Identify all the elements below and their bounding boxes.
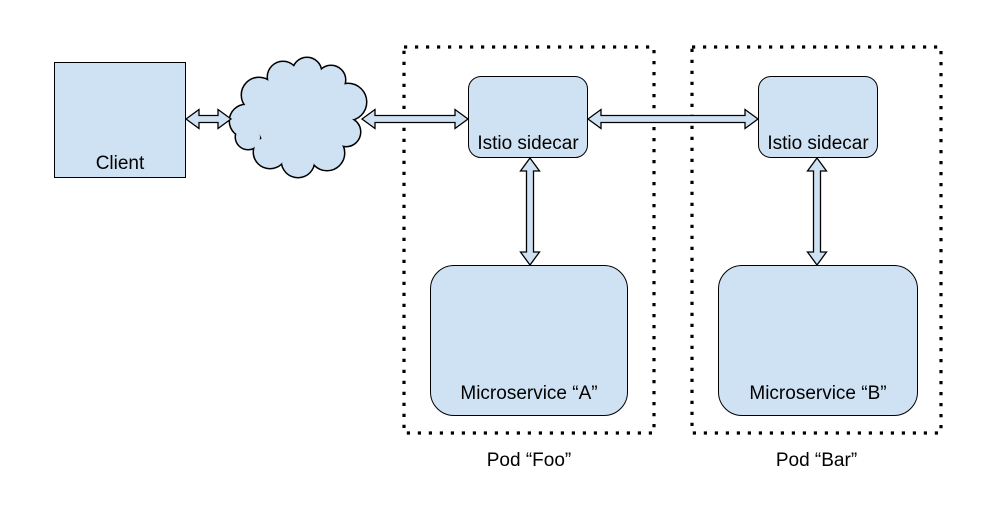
pod-bar-boundary: [690, 45, 943, 435]
network-cloud-icon: [228, 56, 368, 179]
client-node: Client: [54, 62, 186, 178]
istio-sidecar-a-node: Istio sidecar: [468, 76, 588, 158]
arrow-sidecar-b-microservice-b: [806, 156, 828, 267]
microservice-a-label: Microservice “A”: [460, 383, 598, 404]
pod-foo-boundary: [402, 45, 656, 435]
istio-sidecar-b-node: Istio sidecar: [758, 76, 878, 158]
istio-sidecar-a-label: Istio sidecar: [477, 133, 579, 154]
microservice-b-label: Microservice “B”: [749, 383, 887, 404]
arrow-sidecar-a-microservice-a: [519, 156, 541, 267]
client-label: Client: [95, 153, 145, 174]
pod-foo-label: Pod “Foo”: [486, 450, 572, 471]
istio-sidecar-b-label: Istio sidecar: [767, 133, 869, 154]
pod-bar-label: Pod “Bar”: [775, 450, 858, 471]
arrow-client-cloud: [184, 108, 233, 130]
arrow-cloud-sidecar-a: [360, 108, 470, 130]
microservice-b-node: Microservice “B”: [718, 265, 918, 416]
microservice-a-node: Microservice “A”: [430, 265, 628, 416]
arrow-sidecar-a-sidecar-b: [586, 108, 760, 130]
